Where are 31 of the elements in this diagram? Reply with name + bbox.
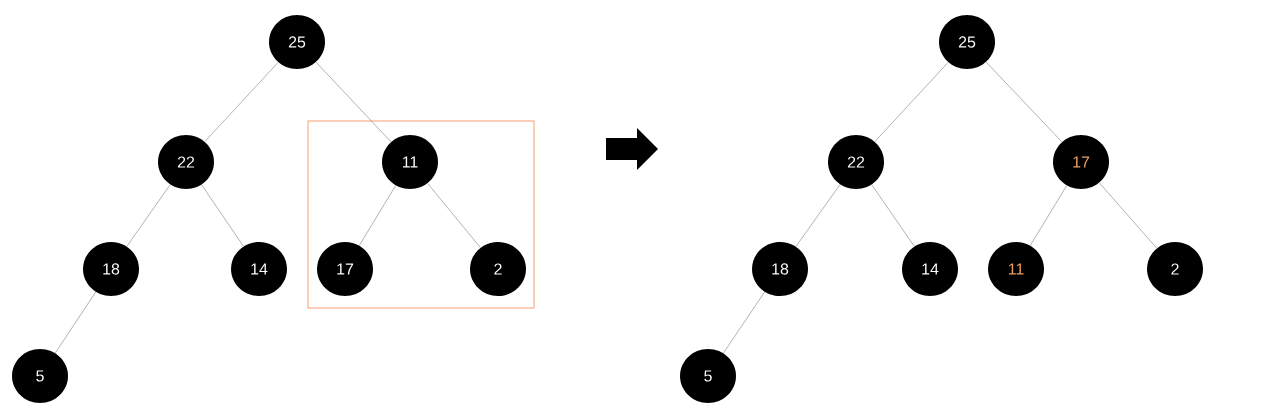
tree-node: 17 bbox=[1053, 135, 1109, 189]
tree-edge bbox=[358, 185, 397, 246]
tree-node: 11 bbox=[988, 242, 1044, 296]
tree-node: 14 bbox=[902, 242, 958, 296]
tree-edge bbox=[315, 61, 392, 143]
tree-node: 11 bbox=[382, 135, 438, 189]
tree-edge bbox=[874, 62, 949, 142]
tree-edge bbox=[54, 291, 97, 354]
tree-edge bbox=[871, 184, 915, 247]
tree-node: 25 bbox=[269, 15, 325, 69]
tree-edge bbox=[201, 184, 244, 247]
tree-node: 14 bbox=[231, 242, 287, 296]
highlight-box bbox=[307, 120, 535, 309]
tree-node: 5 bbox=[12, 349, 68, 403]
tree-node: 17 bbox=[317, 242, 373, 296]
tree-node: 2 bbox=[1147, 242, 1203, 296]
tree-node: 18 bbox=[83, 242, 139, 296]
tree-edge bbox=[427, 183, 481, 248]
tree-edge bbox=[126, 184, 171, 247]
tree-edge bbox=[985, 61, 1063, 143]
tree-node: 18 bbox=[752, 242, 808, 296]
tree-edge bbox=[723, 291, 765, 354]
tree-edge bbox=[204, 62, 279, 142]
tree-node: 25 bbox=[939, 15, 995, 69]
tree-node: 22 bbox=[158, 135, 214, 189]
tree-edge bbox=[795, 184, 841, 247]
tree-edge bbox=[1029, 185, 1068, 246]
tree-node: 22 bbox=[828, 135, 884, 189]
tree-edge bbox=[1098, 182, 1158, 249]
tree-node: 2 bbox=[470, 242, 526, 296]
tree-node: 5 bbox=[680, 349, 736, 403]
